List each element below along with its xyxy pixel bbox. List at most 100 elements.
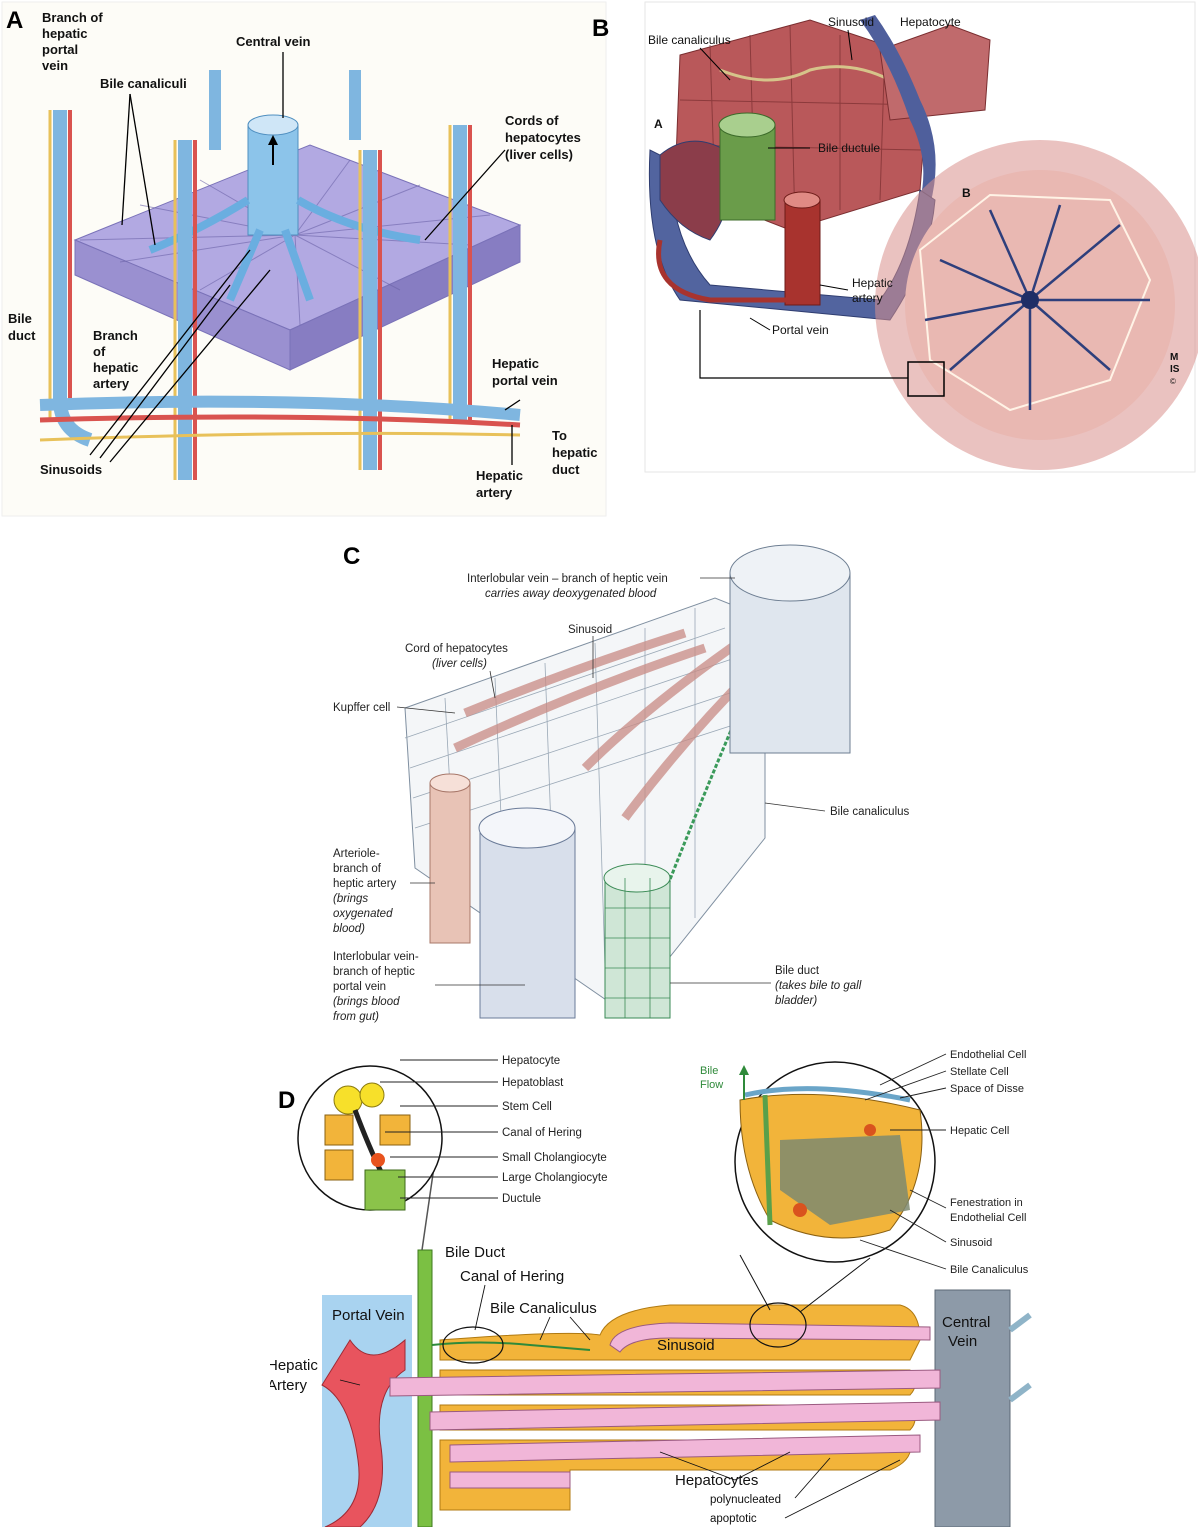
- label-b-sinusoid: Sinusoid: [828, 15, 874, 29]
- lobule-central-vein: [1021, 291, 1039, 309]
- label-b-hepatic-artery-1: Hepatic: [852, 276, 893, 290]
- label-d-right-3: Hepatic Cell: [950, 1125, 1009, 1137]
- bile-ductule-opening: [719, 113, 775, 137]
- label-c-interlobular-portal-1: Interlobular vein-: [333, 951, 419, 963]
- label-c-arteriole-1: Arteriole-: [333, 848, 380, 860]
- portal-vein-c: [480, 828, 575, 1018]
- label-c-bile-duct: Bile duct: [775, 965, 820, 977]
- hepatic-artery-tube: [785, 200, 820, 305]
- label-c-interlobular-portal-note-1: (brings blood: [333, 996, 400, 1008]
- bile-duct-c: [605, 878, 670, 1018]
- label-d-portal-vein: Portal Vein: [332, 1307, 405, 1324]
- label-b-hepatic-artery-2: artery: [852, 291, 883, 305]
- label-hepatic-portal-vein-2: portal vein: [492, 373, 558, 388]
- hepatic-vein-opening-c: [730, 545, 850, 601]
- panel-a: A Branch of hepatic portal vein Central …: [0, 0, 610, 520]
- label-d-left-5: Large Cholangiocyte: [502, 1172, 608, 1184]
- label-d-right-0: Endothelial Cell: [950, 1049, 1026, 1061]
- label-c-arteriole-note-1: (brings: [333, 893, 368, 905]
- label-b-bile-canaliculus: Bile canaliculus: [648, 33, 731, 47]
- label-c-interlobular-portal-3: portal vein: [333, 981, 386, 993]
- label-b-inset-b: B: [962, 186, 971, 200]
- arteriole-c: [430, 783, 470, 943]
- panel-d-letter: D: [278, 1087, 295, 1114]
- signature-line-1: M: [1170, 352, 1178, 363]
- label-cords-2: hepatocytes: [505, 130, 581, 145]
- label-d-hepatic-artery-1: Hepatic: [270, 1357, 318, 1374]
- hepatic-artery-opening: [784, 192, 820, 208]
- label-d-bile-flow-2: Flow: [700, 1079, 723, 1091]
- central-vein-tributaries: [1010, 1315, 1030, 1400]
- label-d-canal-of-hering: Canal of Hering: [460, 1268, 564, 1285]
- label-d-hepatic-artery-2: Artery: [270, 1377, 308, 1394]
- arteriole-opening-c: [430, 774, 470, 792]
- label-cords-3: (liver cells): [505, 147, 573, 162]
- label-c-sinusoid: Sinusoid: [568, 624, 612, 636]
- label-bile-duct-2: duct: [8, 328, 36, 343]
- panel-a-letter: A: [6, 7, 23, 34]
- label-d-central-vein-2: Vein: [948, 1333, 977, 1350]
- label-d-polynucleated: polynucleated: [710, 1494, 781, 1506]
- label-d-apoptotic: apoptotic: [710, 1513, 757, 1525]
- label-d-left-2: Stem Cell: [502, 1101, 552, 1113]
- label-b-inset-a: A: [654, 117, 663, 131]
- label-d-right-2: Space of Disse: [950, 1083, 1024, 1095]
- right-inset-tissue: [740, 1089, 922, 1238]
- label-hepatic-portal-vein-1: Hepatic: [492, 356, 539, 371]
- label-d-right-7: Bile Canaliculus: [950, 1264, 1029, 1276]
- label-d-bile-duct: Bile Duct: [445, 1244, 506, 1261]
- label-sinusoids: Sinusoids: [40, 462, 102, 477]
- label-branch-portal-3: portal: [42, 42, 78, 57]
- label-c-arteriole-note-3: blood): [333, 923, 365, 935]
- label-c-interlobular-portal-2: branch of heptic: [333, 966, 415, 978]
- label-hepatic-artery-1: Hepatic: [476, 468, 523, 483]
- label-d-left-4: Small Cholangiocyte: [502, 1152, 607, 1164]
- label-cords-1: Cords of: [505, 113, 559, 128]
- bile-flow-arrowhead: [739, 1065, 749, 1075]
- bile-duct-opening-c: [604, 864, 670, 892]
- signature-line-3: ©: [1170, 377, 1176, 386]
- label-c-arteriole-note-2: oxygenated: [333, 908, 393, 920]
- label-d-right-1: Stellate Cell: [950, 1066, 1009, 1078]
- label-to-hepatic-duct-3: duct: [552, 462, 580, 477]
- label-c-interlobular-hepatic: Interlobular vein – branch of heptic vei…: [467, 573, 668, 585]
- bile-ductule-tube: [720, 125, 775, 220]
- label-d-left-3: Canal of Hering: [502, 1127, 582, 1139]
- panel-b-illustration: B Bile canaliculus Sinusoid Hepatocyte A…: [590, 0, 1198, 475]
- label-c-interlobular-hepatic-note: carries away deoxygenated blood: [485, 588, 657, 600]
- label-branch-portal-2: hepatic: [42, 26, 88, 41]
- panel-b-letter: B: [592, 15, 609, 42]
- label-d-bile-canaliculus: Bile Canaliculus: [490, 1300, 597, 1317]
- label-b-hepatocyte: Hepatocyte: [900, 15, 961, 29]
- label-b-bile-ductule: Bile ductule: [818, 141, 880, 155]
- panel-d-illustration: D Hepatocyte Hepatoblast Stem Cell Canal…: [270, 1040, 1198, 1527]
- label-c-bile-canaliculus: Bile canaliculus: [830, 806, 910, 818]
- label-d-left-1: Hepatoblast: [502, 1077, 564, 1089]
- label-d-left-0: Hepatocyte: [502, 1055, 560, 1067]
- signature-line-2: IS: [1170, 364, 1180, 375]
- label-branch-portal-1: Branch of: [42, 10, 103, 25]
- label-d-central-vein-1: Central: [942, 1314, 990, 1331]
- central-vein-opening: [248, 115, 298, 135]
- label-branch-portal-4: vein: [42, 58, 68, 73]
- label-branch-artery-4: artery: [93, 376, 130, 391]
- label-hepatic-artery-2: artery: [476, 485, 513, 500]
- panel-b: B Bile canaliculus Sinusoid Hepatocyte A…: [590, 0, 1198, 475]
- lobule-inset: [905, 170, 1175, 440]
- label-to-hepatic-duct-1: To: [552, 428, 567, 443]
- label-c-arteriole-3: heptic artery: [333, 878, 397, 890]
- label-c-cord-note: (liver cells): [432, 658, 487, 670]
- label-c-kupffer: Kupffer cell: [333, 702, 390, 714]
- label-central-vein: Central vein: [236, 34, 310, 49]
- label-c-bile-duct-note-1: (takes bile to gall: [775, 980, 862, 992]
- label-bile-duct-1: Bile: [8, 311, 32, 326]
- panel-c-illustration: C Interlobular vein – branch of heptic v…: [325, 538, 935, 1030]
- label-branch-artery-3: hepatic: [93, 360, 139, 375]
- label-d-right-5: Endothelial Cell: [950, 1212, 1026, 1224]
- right-inset-connector-2: [800, 1258, 870, 1312]
- label-c-cord: Cord of hepatocytes: [405, 643, 508, 655]
- right-inset-connector-1: [740, 1255, 770, 1310]
- portal-vein-opening-c: [479, 808, 575, 848]
- panel-d: D Hepatocyte Hepatoblast Stem Cell Canal…: [270, 1040, 1198, 1527]
- label-d-left-6: Ductule: [502, 1193, 541, 1205]
